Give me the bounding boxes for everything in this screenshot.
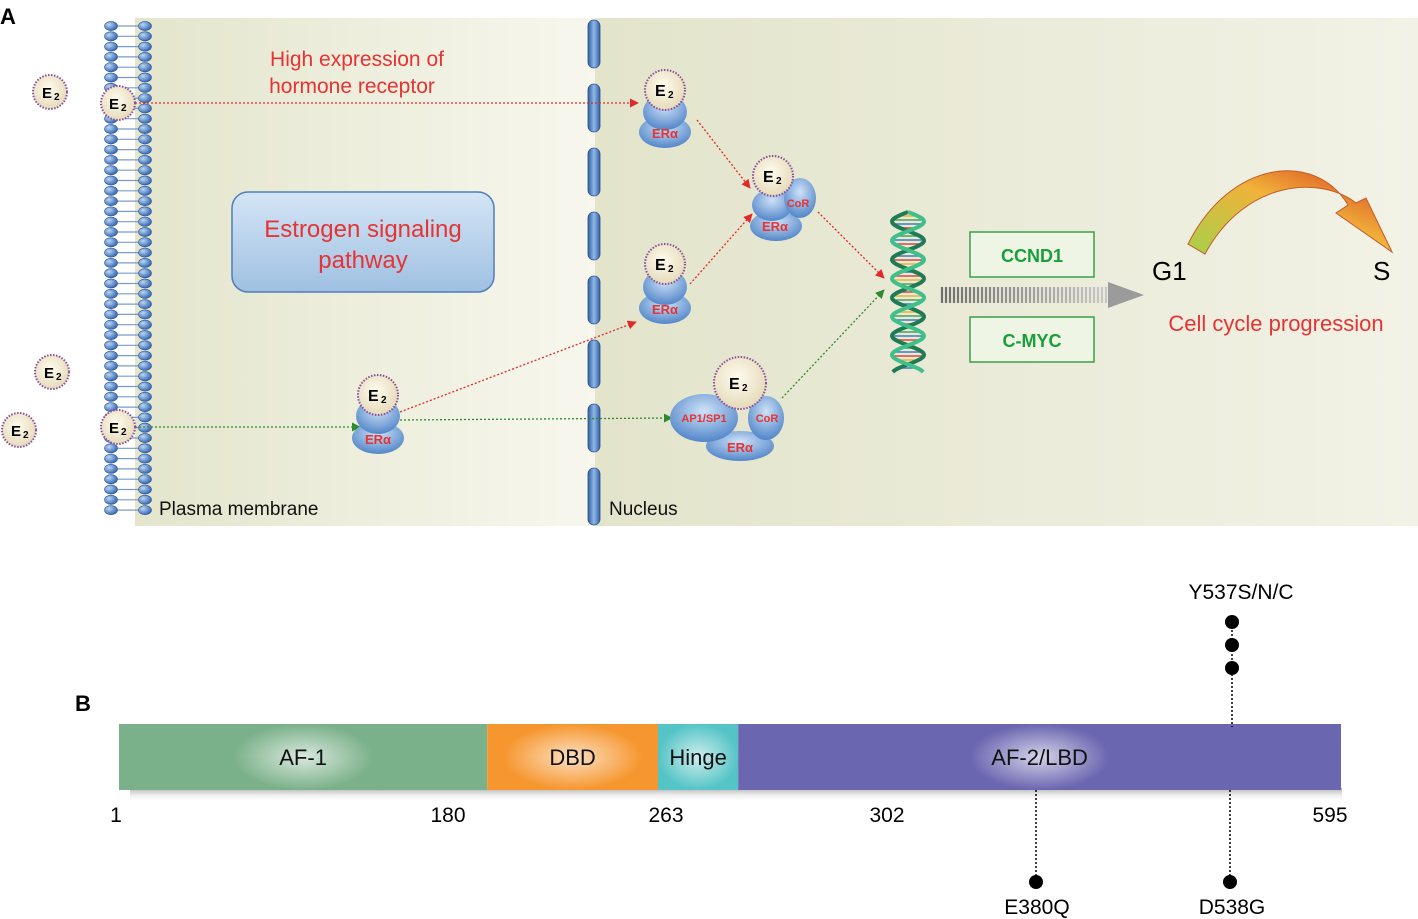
panel-a-letter: A xyxy=(0,4,16,29)
svg-text:E: E xyxy=(109,96,119,113)
gene-box-cmyc xyxy=(969,316,1095,363)
svg-text:E: E xyxy=(109,420,119,437)
domain-label: AF-2/LBD xyxy=(991,745,1088,770)
nuclear-envelope xyxy=(587,19,601,526)
domain-label: Hinge xyxy=(669,745,726,770)
mutation-e380q: E380Q xyxy=(1004,790,1070,919)
position-302: 302 xyxy=(869,804,904,827)
svg-text:2: 2 xyxy=(381,395,387,406)
svg-text:ERα: ERα xyxy=(727,440,753,455)
er-complex-cytoplasm: E 2 ERα xyxy=(352,374,404,454)
position-1: 1 xyxy=(110,804,122,827)
svg-text:ERα: ERα xyxy=(652,126,678,141)
er-complex-nucleus-mid: E 2 ERα xyxy=(639,243,691,324)
mutation-y537-label: Y537S/N/C xyxy=(1188,581,1293,604)
svg-text:E: E xyxy=(655,257,666,274)
arrow-ap1-to-dna xyxy=(781,289,885,399)
pathway-box xyxy=(231,191,495,293)
ligand-membrane-bottom: E 2 xyxy=(100,409,136,445)
svg-text:ERα: ERα xyxy=(762,219,788,234)
svg-text:AP1/SP1: AP1/SP1 xyxy=(681,413,726,425)
cell-cycle-curved-arrow xyxy=(1187,170,1394,255)
domain-highlight xyxy=(969,724,1110,790)
svg-text:2: 2 xyxy=(776,176,782,187)
gene-cmyc: C-MYC xyxy=(1003,331,1062,351)
er-cor-complex: E 2 CoR ERα xyxy=(750,155,816,241)
svg-text:2: 2 xyxy=(668,90,674,101)
arrow-cor-to-dna xyxy=(817,211,885,279)
transcription-arrow xyxy=(940,282,1144,308)
svg-text:E: E xyxy=(729,376,740,393)
mutation-d538g-label: D538G xyxy=(1199,896,1266,919)
svg-text:CoR: CoR xyxy=(787,198,810,210)
position-180: 180 xyxy=(430,804,465,827)
ligand-outside-3: E 2 xyxy=(1,412,37,448)
svg-text:E: E xyxy=(368,388,379,405)
domain-highlight xyxy=(233,724,374,790)
svg-text:2: 2 xyxy=(668,264,674,275)
svg-text:E: E xyxy=(42,85,52,102)
nucleus-label: Nucleus xyxy=(609,499,678,520)
domain-label: AF-1 xyxy=(279,745,327,770)
position-595: 595 xyxy=(1312,804,1347,827)
cell-cycle-label: Cell cycle progression xyxy=(1168,311,1383,336)
domain-highlight xyxy=(657,724,739,790)
svg-text:2: 2 xyxy=(23,430,29,441)
ligand-outside-1: E 2 xyxy=(32,74,68,110)
svg-text:2: 2 xyxy=(54,92,60,103)
domain-bar: AF-1 DBD Hinge AF-2/LBD xyxy=(119,724,1341,790)
svg-text:E: E xyxy=(11,423,21,440)
red-note-line2: hormone receptor xyxy=(269,75,435,98)
svg-text:E: E xyxy=(44,365,54,382)
svg-text:CoR: CoR xyxy=(756,413,779,425)
panel-b-letter: B xyxy=(75,691,91,716)
er-complex-nucleus-top: E 2 ERα xyxy=(639,69,691,148)
mutation-y537: Y537S/N/C xyxy=(1188,581,1294,727)
ap1-sp1-complex: E 2 AP1/SP1 CoR ERα xyxy=(670,356,784,461)
plasma-membrane-label: Plasma membrane xyxy=(159,499,318,520)
ligand-outside-2: E 2 xyxy=(34,354,70,390)
plasma-membrane xyxy=(104,21,152,515)
ligand-membrane-top: E 2 xyxy=(100,85,136,121)
pathway-box-line1: Estrogen signaling xyxy=(264,216,461,243)
svg-text:E: E xyxy=(763,169,774,186)
svg-text:ERα: ERα xyxy=(652,302,678,317)
svg-text:2: 2 xyxy=(121,103,127,114)
mutation-e380q-label: E380Q xyxy=(1004,896,1069,919)
domain-highlight xyxy=(502,724,643,790)
mutation-d538g: D538G xyxy=(1199,790,1266,919)
svg-text:2: 2 xyxy=(742,383,748,394)
dna-helix-icon xyxy=(889,210,927,374)
gene-box-ccnd1 xyxy=(969,231,1095,278)
svg-text:2: 2 xyxy=(56,372,62,383)
arrow-er-to-cor-mid xyxy=(689,213,753,285)
arrow-cyto-to-ap1 xyxy=(399,413,673,423)
svg-text:E: E xyxy=(655,83,666,100)
domain-label: DBD xyxy=(549,745,595,770)
phase-s: S xyxy=(1373,256,1390,286)
phase-g1: G1 xyxy=(1152,256,1187,286)
pathway-box-line2: pathway xyxy=(318,247,407,274)
position-263: 263 xyxy=(648,804,683,827)
red-note-line1: High expression of xyxy=(270,48,444,71)
domain-bar-shadow xyxy=(130,788,1342,802)
svg-text:2: 2 xyxy=(121,427,127,438)
gene-ccnd1: CCND1 xyxy=(1001,246,1063,266)
svg-text:ERα: ERα xyxy=(365,432,391,447)
